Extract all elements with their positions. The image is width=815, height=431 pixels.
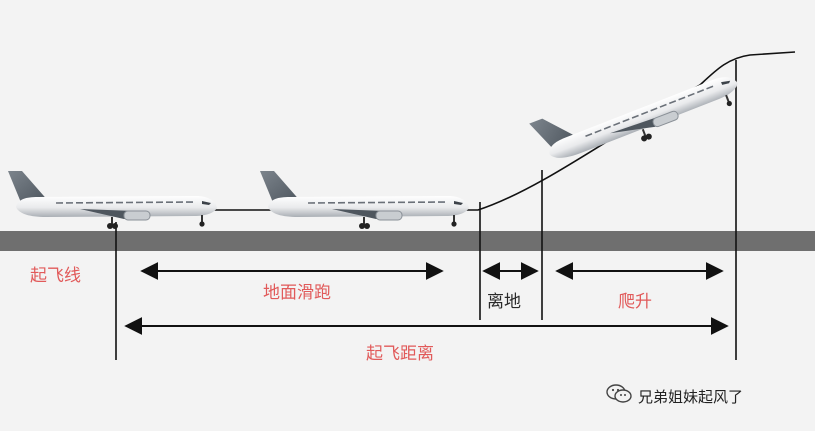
watermark: 兄弟姐妹起风了 <box>606 384 743 408</box>
runway <box>0 231 815 251</box>
takeoff-distance-label: 起飞距离 <box>366 344 434 364</box>
flight-path <box>120 51 796 211</box>
airplane-climbing <box>528 47 747 179</box>
wechat-icon <box>606 384 632 408</box>
ground-roll-label: 地面滑跑 <box>263 283 331 303</box>
liftoff-label: 离地 <box>487 292 521 312</box>
takeoff-line-label: 起飞线 <box>30 266 81 286</box>
airplane-at-start <box>7 170 218 230</box>
airplane-ground-roll <box>259 170 470 230</box>
climb-label: 爬升 <box>618 292 652 312</box>
watermark-text: 兄弟姐妹起风了 <box>638 387 744 406</box>
